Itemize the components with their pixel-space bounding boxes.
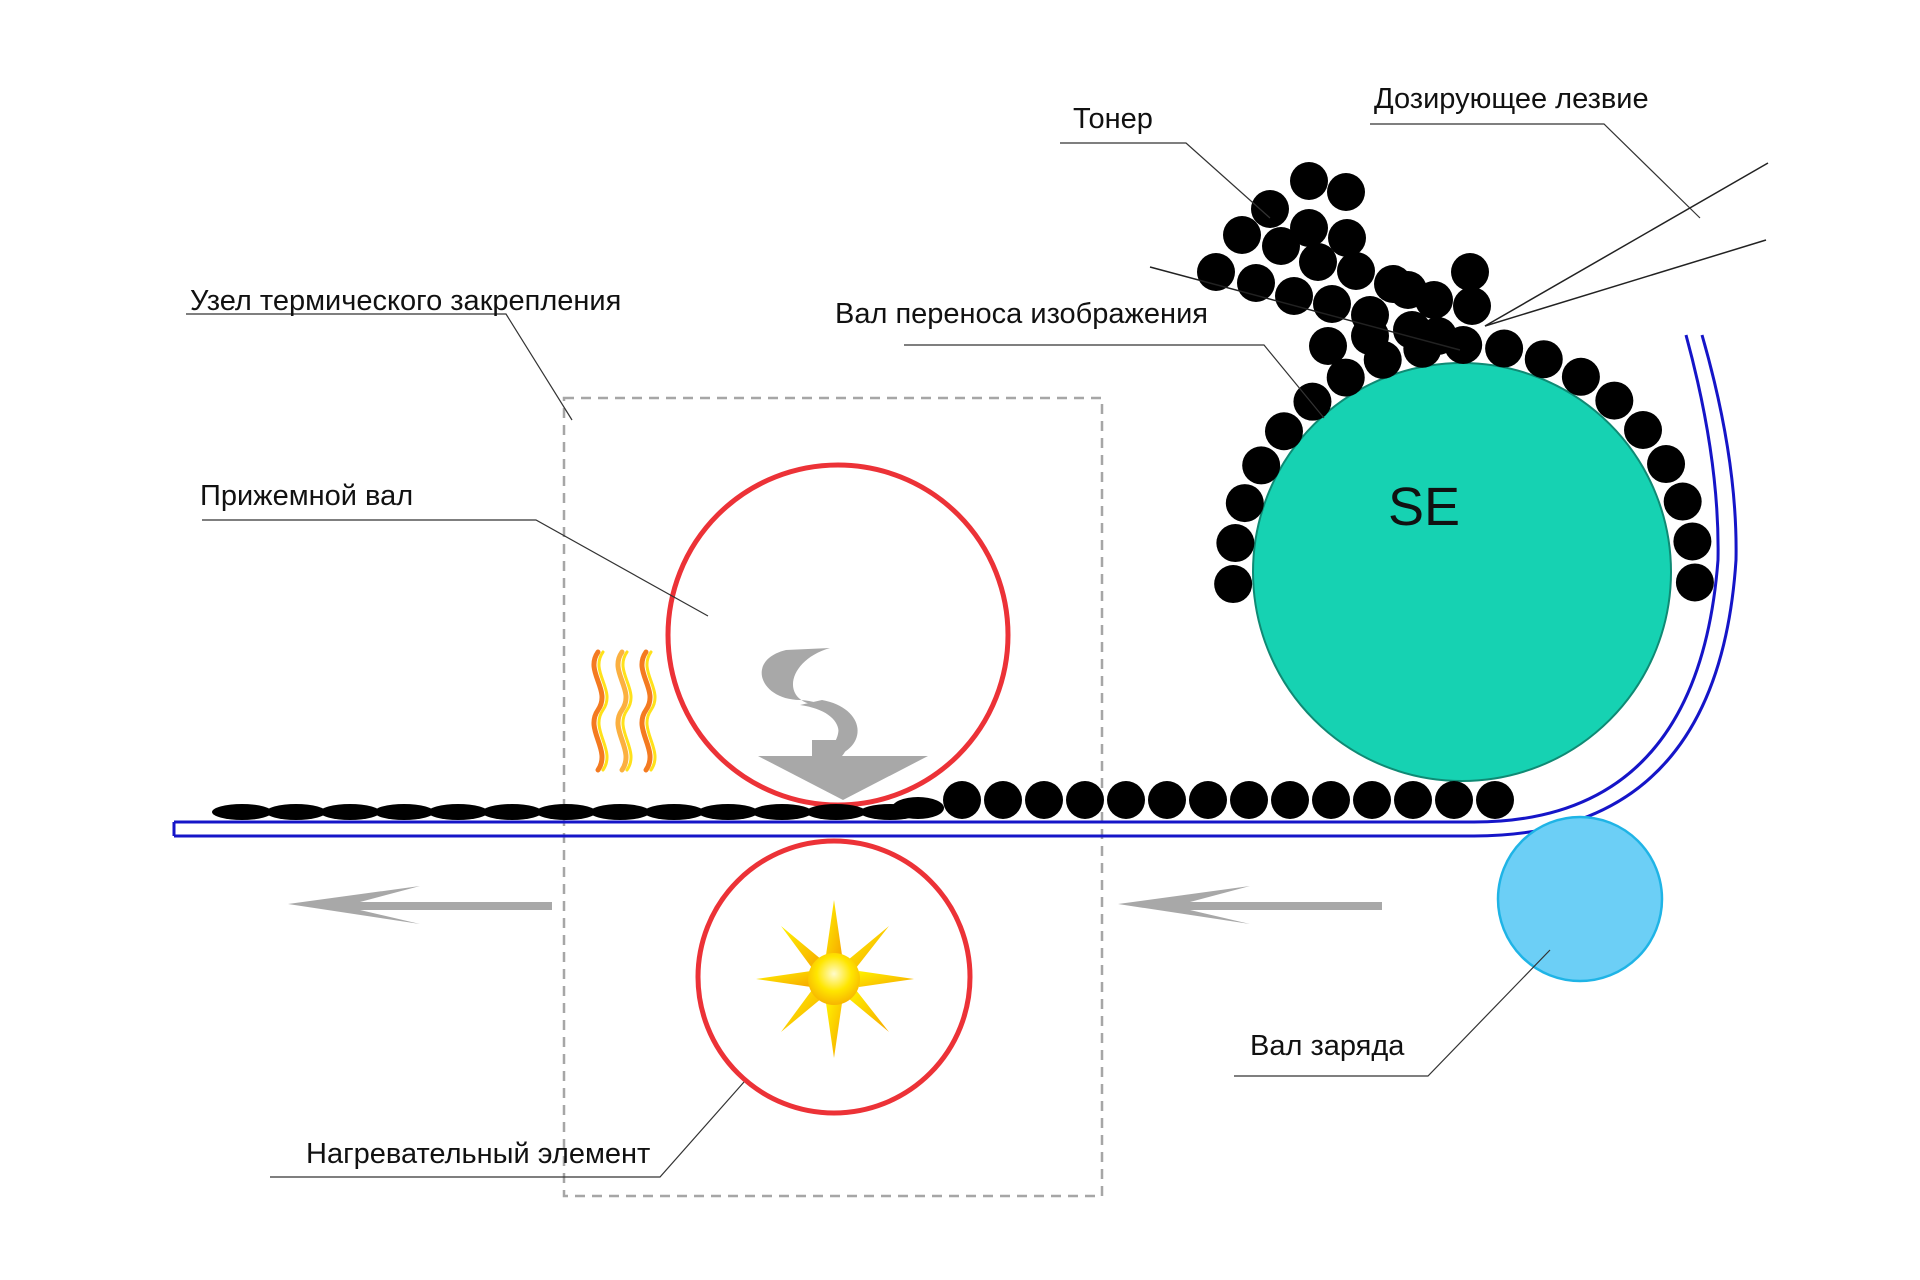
- fused-toner-particle: [752, 804, 812, 820]
- label-heating-element: Нагревательный элемент: [306, 1138, 650, 1170]
- toner-particle: [1216, 524, 1255, 563]
- label-metering-blade: Дозирующее лезвие: [1374, 83, 1649, 115]
- fused-toner-particle: [590, 804, 650, 820]
- toner-particle: [1647, 445, 1686, 484]
- toner-particle: [1673, 522, 1712, 561]
- fused-toner-layer: [212, 797, 944, 820]
- toner-particle: [1290, 209, 1328, 247]
- fused-toner-particle: [536, 804, 596, 820]
- toner-particle: [1107, 781, 1145, 819]
- toner-particle: [1326, 358, 1365, 397]
- fused-toner-particle: [698, 804, 758, 820]
- transfer-roller: [1252, 362, 1672, 782]
- toner-pile: [1197, 162, 1491, 355]
- label-charge-roller: Вал заряда: [1250, 1030, 1405, 1062]
- paper-belt-outer: [174, 334, 1720, 824]
- fused-toner-particle: [806, 804, 866, 820]
- toner-particle: [1312, 781, 1350, 819]
- toner-particle: [1237, 264, 1275, 302]
- toner-particle: [1214, 565, 1253, 604]
- arrow-left-icon: [288, 886, 552, 924]
- toner-particle: [1394, 781, 1432, 819]
- toner-particle: [1327, 173, 1365, 211]
- toner-particle: [1309, 327, 1347, 365]
- toner-particle: [1189, 781, 1227, 819]
- toner-particle: [984, 781, 1022, 819]
- fused-toner-particle: [428, 804, 488, 820]
- toner-particle: [1485, 329, 1524, 368]
- fused-toner-particle: [212, 804, 272, 820]
- toner-particle: [1624, 411, 1663, 450]
- toner-particle: [1264, 412, 1303, 451]
- metering-blade: [1149, 162, 1769, 351]
- toner-particle: [1415, 281, 1453, 319]
- toner-particle: [1351, 296, 1389, 334]
- transfer-roller-text: SE: [1388, 477, 1460, 537]
- toner-particle: [1242, 446, 1281, 485]
- toner-particle: [1524, 340, 1563, 379]
- leader-lines: [186, 123, 1701, 1178]
- toner-particle: [1230, 781, 1268, 819]
- toner-particle: [1025, 781, 1063, 819]
- arrow-left-icon-right: [1118, 886, 1382, 924]
- toner-particle: [1453, 287, 1491, 325]
- toner-particle: [1271, 781, 1309, 819]
- toner-particle: [943, 781, 981, 819]
- fused-toner-particle: [320, 804, 380, 820]
- toner-particle: [1225, 484, 1264, 523]
- toner-particle: [1290, 162, 1328, 200]
- fused-toner-particle: [644, 804, 704, 820]
- fused-toner-particle: [266, 804, 326, 820]
- toner-particle: [1275, 277, 1313, 315]
- toner-particle: [1595, 381, 1634, 420]
- toner-particle: [1066, 781, 1104, 819]
- charge-roller: [1496, 815, 1664, 983]
- toner-particle: [1353, 781, 1391, 819]
- toner-particle: [1223, 216, 1261, 254]
- toner-particle: [1675, 563, 1714, 602]
- toner-particle: [1251, 190, 1289, 228]
- fused-toner-particle: [892, 797, 944, 819]
- label-toner: Тонер: [1073, 103, 1153, 135]
- toner-particle: [1561, 357, 1600, 396]
- toner-particle: [1313, 285, 1351, 323]
- fused-toner-particle: [482, 804, 542, 820]
- toner-particle: [1451, 253, 1489, 291]
- toner-particle: [1337, 252, 1375, 290]
- label-fuser-assembly: Узел термического закрепления: [190, 285, 621, 317]
- toner-particle: [1435, 781, 1473, 819]
- label-transfer-roller: Вал переноса изображения: [835, 298, 1208, 330]
- heating-roller: [695, 838, 973, 1116]
- sun-icon: [756, 900, 914, 1058]
- toner-particle: [1663, 482, 1702, 521]
- heat-waves-icon: [591, 649, 657, 773]
- toner-particle: [1476, 781, 1514, 819]
- paper-toner-layer: [943, 781, 1514, 819]
- pressure-arrow-icon: [758, 648, 928, 800]
- toner-particle: [1419, 317, 1457, 355]
- toner-particle: [1262, 227, 1300, 265]
- fused-toner-particle: [374, 804, 434, 820]
- toner-particle: [1299, 243, 1337, 281]
- toner-particle: [1328, 219, 1366, 257]
- label-pressure-roller: Прижемной вал: [200, 480, 413, 512]
- toner-particle: [1148, 781, 1186, 819]
